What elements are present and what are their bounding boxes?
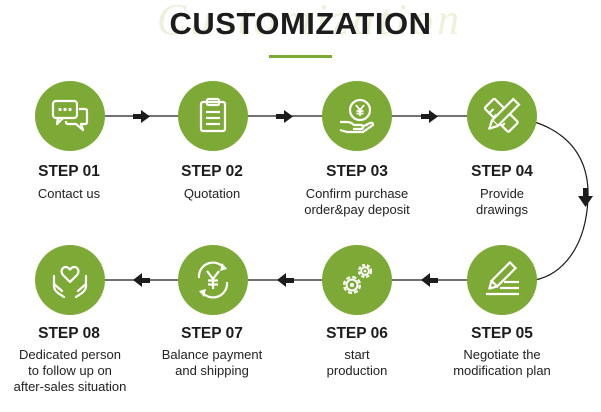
step-07-desc-line-2: and shipping [175,363,249,378]
step-07-description: Balance payment and shipping [132,347,292,379]
step-04-desc-line-1: Provide [479,186,525,201]
pencil-ruler-icon [483,97,521,133]
step-07-desc-line-1: Balance payment [161,347,263,362]
arrow-right-icon-2 [276,110,293,123]
step-03-desc-line-1: Confirm purchase [305,186,409,201]
step-01-description: Contact us [0,186,149,202]
step-08-desc-line-2: to follow up on [28,363,112,378]
heart-hands-icon [52,265,88,299]
step-08-desc-line-3: after-sales situation [13,379,127,394]
yen-cycle-icon [197,261,229,299]
arrow-right-icon-1 [133,110,150,123]
step-02-desc-line: Quotation [183,186,241,201]
arrow-left-icon-1 [421,273,438,287]
step-05-label: STEP 05 [471,325,533,342]
step-02-circle [178,81,248,151]
arrow-left-icon-2 [277,273,294,287]
step-04-description: Provide drawings [422,186,582,218]
step-03-desc-line-2: order&pay deposit [304,202,410,217]
step-01-label: STEP 01 [38,163,100,180]
step-08-label: STEP 08 [38,325,100,342]
step-08-circle [35,245,105,315]
step-05-desc-line-2: modification plan [453,363,551,378]
edit-lines-icon [486,260,519,296]
step-06-desc-line-1: start [344,347,370,362]
watermark-text: Customization [156,0,464,44]
step-03-circle [322,81,392,151]
step-05-circle [467,245,537,315]
step-02-description: Quotation [132,186,292,202]
step-06-circle [322,245,392,315]
step-03-label: STEP 03 [326,163,388,180]
step-01-desc-line: Contact us [37,186,101,201]
step-06-desc-line-2: production [326,363,388,378]
title-underline [269,55,332,58]
clipboard-icon [199,97,227,133]
page-title: CUSTOMIZATION [169,6,432,41]
step-04-circle [467,81,537,151]
step-08-desc-line-1: Dedicated person [19,347,121,362]
arrow-left-icon-3 [133,273,150,287]
step-07-label: STEP 07 [181,325,243,342]
gears-icon [342,263,373,295]
step-06-description: start production [277,347,437,379]
step-07-circle [178,245,248,315]
step-06-label: STEP 06 [326,325,388,342]
step-01-circle [35,81,105,151]
step-05-desc-line-1: Negotiate the [463,347,541,362]
step-02-label: STEP 02 [181,163,243,180]
step-08-description: Dedicated person to follow up on after-s… [0,347,150,395]
yen-hand-icon [339,98,375,134]
step-03-description: Confirm purchase order&pay deposit [277,186,437,218]
step-05-description: Negotiate the modification plan [422,347,582,379]
step-04-desc-line-2: drawings [475,202,529,217]
arrow-down-icon [578,188,593,207]
arrow-right-icon-3 [421,110,438,123]
step-04-label: STEP 04 [471,163,533,180]
chat-bubbles-icon [51,99,89,132]
